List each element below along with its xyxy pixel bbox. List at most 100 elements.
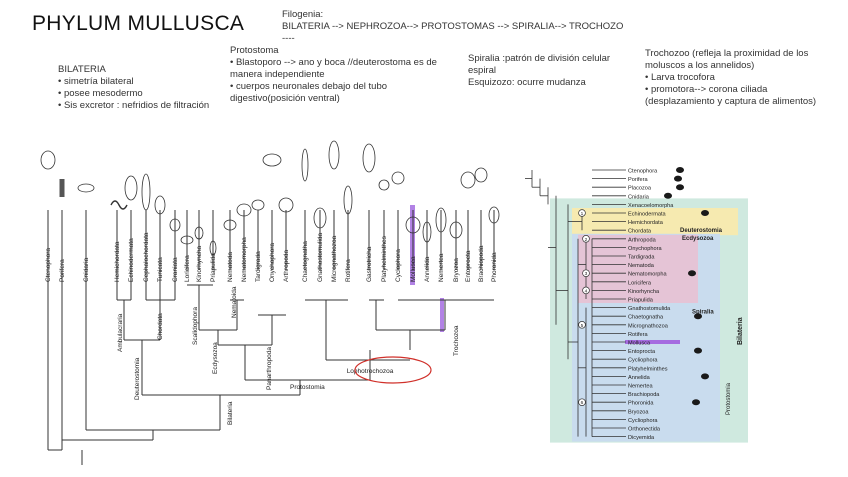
taxon-label: Tardigrada [628, 255, 655, 261]
taxon-label: Craniata [172, 257, 179, 282]
node-number: 6 [581, 400, 584, 406]
animal-silhouette [110, 200, 128, 210]
taxon-label: Chaetognatha [628, 315, 664, 321]
taxon-label: Echinodermata [628, 212, 667, 218]
taxon-label: Rotifera [345, 259, 352, 282]
node-marker [582, 235, 590, 243]
taxon-icon [694, 347, 702, 354]
group-label: Bilateria [737, 317, 744, 345]
taxon-label: Chordata [628, 229, 652, 235]
taxon-label: Cnidaria [628, 194, 650, 200]
clade-label: Panarthropoda [266, 347, 273, 390]
animal-silhouette [262, 153, 282, 167]
bilateria-item: • simetría bilateral [58, 76, 134, 87]
taxon-label: Micrognathozoa [331, 235, 338, 282]
taxon-label: Mollusca [410, 256, 417, 282]
animal-silhouette [328, 140, 340, 170]
node-number: 5 [581, 323, 584, 329]
taxon-label: Gnathostomulida [317, 232, 324, 282]
taxon-label: Entoprocta [465, 250, 472, 282]
trochozoo-line: (desplazamiento y captura de alimentos) [645, 96, 817, 107]
trochozoo-note: Trochozoo (refleja la proximidad de los … [645, 48, 816, 108]
ecdysozoa-background [578, 234, 698, 303]
taxon-icon [676, 184, 684, 191]
node-marker [578, 321, 586, 329]
taxon-label: Cnidaria [83, 257, 90, 282]
taxon-icon [701, 210, 709, 216]
taxon-label: Ctenophora [45, 248, 52, 282]
clade-label: Bilateria [227, 401, 234, 425]
trochozoo-line: • promotora--> corona ciliada [645, 84, 768, 95]
taxon-label: Tardigrada [255, 251, 262, 282]
tree-branches [47, 210, 495, 465]
taxon-icon [692, 399, 700, 406]
filogenia-dash: ---- [282, 33, 295, 44]
filogenia-note: Filogenia: BILATERIA --> NEPHROZOA--> PR… [282, 9, 623, 45]
spiralia-line: espiral [468, 65, 496, 76]
clade-label: Protostomia [290, 384, 325, 391]
taxa-labels: CtenophoraPoriferaPlacozoaCnidariaXenaco… [628, 169, 744, 442]
node-marker [578, 398, 586, 406]
node-number: 1 [581, 211, 584, 217]
taxon-label: Ctenophora [628, 169, 658, 175]
bilateria-item: • posee mesodermo [58, 88, 143, 99]
protostoma-line: digestivo(posición ventral) [230, 93, 340, 104]
taxon-label: Micrognathozoa [628, 323, 669, 329]
taxon-label: Priapulida [210, 253, 217, 282]
taxon-icon [674, 175, 682, 182]
taxon-label: Nematoda [628, 263, 655, 269]
taxon-label: Annelida [424, 256, 431, 282]
taxon-label: Dicyemida [628, 435, 655, 441]
taxon-label: Phoronida [628, 401, 654, 407]
node-marker [578, 209, 586, 217]
taxon-label: Loricifera [628, 280, 652, 286]
taxon-label: Nematomorpha [241, 237, 248, 282]
taxon-icon [688, 270, 696, 277]
taxon-label: Bryozoa [628, 409, 649, 415]
animal-silhouette [59, 179, 65, 197]
group-label: Spiralia [692, 310, 714, 316]
taxon-label: Cycliophora [628, 358, 658, 364]
taxon-icon [664, 192, 672, 199]
filogenia-label: Filogenia: [282, 9, 324, 20]
animal-silhouette [124, 175, 138, 201]
taxon-label: Rotifera [628, 332, 648, 338]
trochozoo-line: Trochozoo (refleja la proximidad de los [645, 48, 809, 59]
node-number: 4 [585, 288, 588, 294]
tree-branches [525, 169, 626, 438]
trochozoa-highlight [440, 298, 444, 332]
clade-label: Scalidophora [192, 307, 199, 345]
clade-label: Ambulacraria [117, 313, 124, 352]
node-marker [582, 286, 590, 295]
taxon-label: Brachiopoda [478, 245, 485, 282]
taxon-label: Priapulida [628, 298, 654, 304]
taxon-label: Arthropoda [283, 249, 290, 282]
node-marker [582, 269, 590, 277]
animal-silhouette [362, 143, 376, 173]
group-label: Protostomia [726, 382, 732, 415]
taxon-label: Phoronida [491, 252, 498, 282]
protostoma-line: manera independiente [230, 69, 325, 80]
group-label: Deuterostomia [680, 228, 723, 234]
taxon-label: Orthonectida [628, 427, 661, 433]
taxon-label: Kinorhyncha [196, 245, 203, 282]
group-label: Ecdysozoa [682, 236, 714, 242]
taxon-label: Loricifera [184, 255, 191, 282]
taxon-label: Bryozoa [453, 258, 460, 282]
animal-silhouette [460, 171, 476, 189]
trochozoo-line: • Larva trocofora [645, 72, 715, 83]
clade-label: Nematoida [231, 286, 238, 318]
animal-silhouette [40, 150, 56, 170]
animal-silhouette [474, 167, 488, 183]
taxon-icon [676, 167, 684, 173]
taxon-label: Mollusca [628, 341, 651, 347]
taxon-label: Brachiopoda [628, 392, 660, 398]
taxon-label: Cyclophora [395, 249, 402, 282]
clade-label: Trochozoa [453, 325, 460, 356]
animal-silhouette [278, 197, 294, 213]
taxon-label: Onychophora [269, 243, 276, 282]
clade-label: Lophotrochozoa [347, 368, 394, 375]
bilateria-note: BILATERIA • simetría bilateral • posee m… [58, 64, 209, 112]
